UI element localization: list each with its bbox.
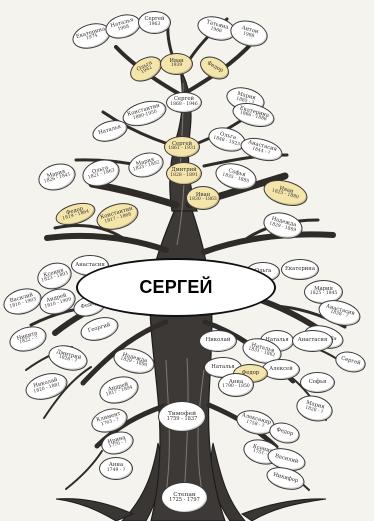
tree-node-name: Екатерина xyxy=(284,265,315,272)
tree-node-years: 1966 xyxy=(209,26,223,35)
tree-node: Алексей xyxy=(262,359,300,380)
tree-node-name: Никифор xyxy=(272,471,299,485)
tree-node-name: Сергей xyxy=(340,355,362,367)
tree-node-name: Анна xyxy=(108,462,124,469)
tree-node-years: 1759 - 1837 xyxy=(166,415,198,422)
tree-node-name: Сергей xyxy=(171,140,193,147)
tree-node-years: 1725 - 1797 xyxy=(169,496,200,503)
tree-node-years: 1974 xyxy=(85,33,99,42)
tree-node-name: Анастасия xyxy=(75,261,105,268)
tree-node-name: Георгий xyxy=(87,322,112,335)
tree-node-years: 1963 xyxy=(148,21,161,27)
featured-name-oval: СЕРГЕЙ xyxy=(76,258,276,317)
tree-node: Екатерина xyxy=(281,259,319,280)
tree-node-name: Наталья xyxy=(97,124,122,137)
tree-node-name: Степан xyxy=(173,491,196,498)
tree-node-years: 1848 - 1925 xyxy=(212,135,241,148)
tree-node-name: Наталья xyxy=(265,337,289,344)
tree-node-years: 1968 xyxy=(117,24,130,33)
tree-node-name: Анастасия xyxy=(297,337,328,344)
tree-node-years: 1861 - 1931 xyxy=(168,146,196,152)
tree-node-name: Анна xyxy=(228,378,244,385)
tree-node-name: Василий xyxy=(274,452,300,465)
tree-node-name: Наталья xyxy=(211,363,235,370)
tree-node-name: Дмитрий xyxy=(171,167,197,174)
tree-node-years: 1790 - 1850 xyxy=(222,384,250,390)
tree-node-name: Мария xyxy=(314,285,333,292)
tree-node-name: Федор xyxy=(241,369,260,376)
tree-node: Софья xyxy=(300,372,335,393)
tree-node-years: 1830 - 1863 xyxy=(189,197,217,203)
tree-node-name: Федор xyxy=(275,427,294,438)
tree-node-name: Иван xyxy=(169,57,184,64)
tree-node: Николай xyxy=(199,330,237,352)
tree-node-years: 1988 xyxy=(242,31,255,40)
tree-node-name: Софья xyxy=(308,378,327,385)
tree-node-years: 1868 - 1946 xyxy=(170,101,198,107)
tree-node-years: 1942 xyxy=(140,65,154,76)
tree-node-years: 1939 xyxy=(170,63,183,69)
tree-node-name: Иван xyxy=(195,191,211,198)
tree-node-name: Николай xyxy=(205,337,231,344)
tree-node-name: Федор xyxy=(205,60,224,75)
tree-node: Анастасия xyxy=(292,330,333,352)
tree-node-name: Сергей xyxy=(173,96,195,103)
tree-node-name: Ольга xyxy=(254,268,272,275)
tree-node-years: 1749 - ? xyxy=(106,467,126,473)
tree-node-name: Сергей xyxy=(144,16,165,23)
tree-node-name: Алексей xyxy=(269,365,293,372)
tree-node-years: 1825 - 1880 xyxy=(271,188,299,201)
tree-node-years: 1825 - 1845 xyxy=(309,291,338,297)
tree-node-name: Тимофей xyxy=(167,410,196,417)
tree-node-years: 1828 - 1891 xyxy=(170,172,198,178)
